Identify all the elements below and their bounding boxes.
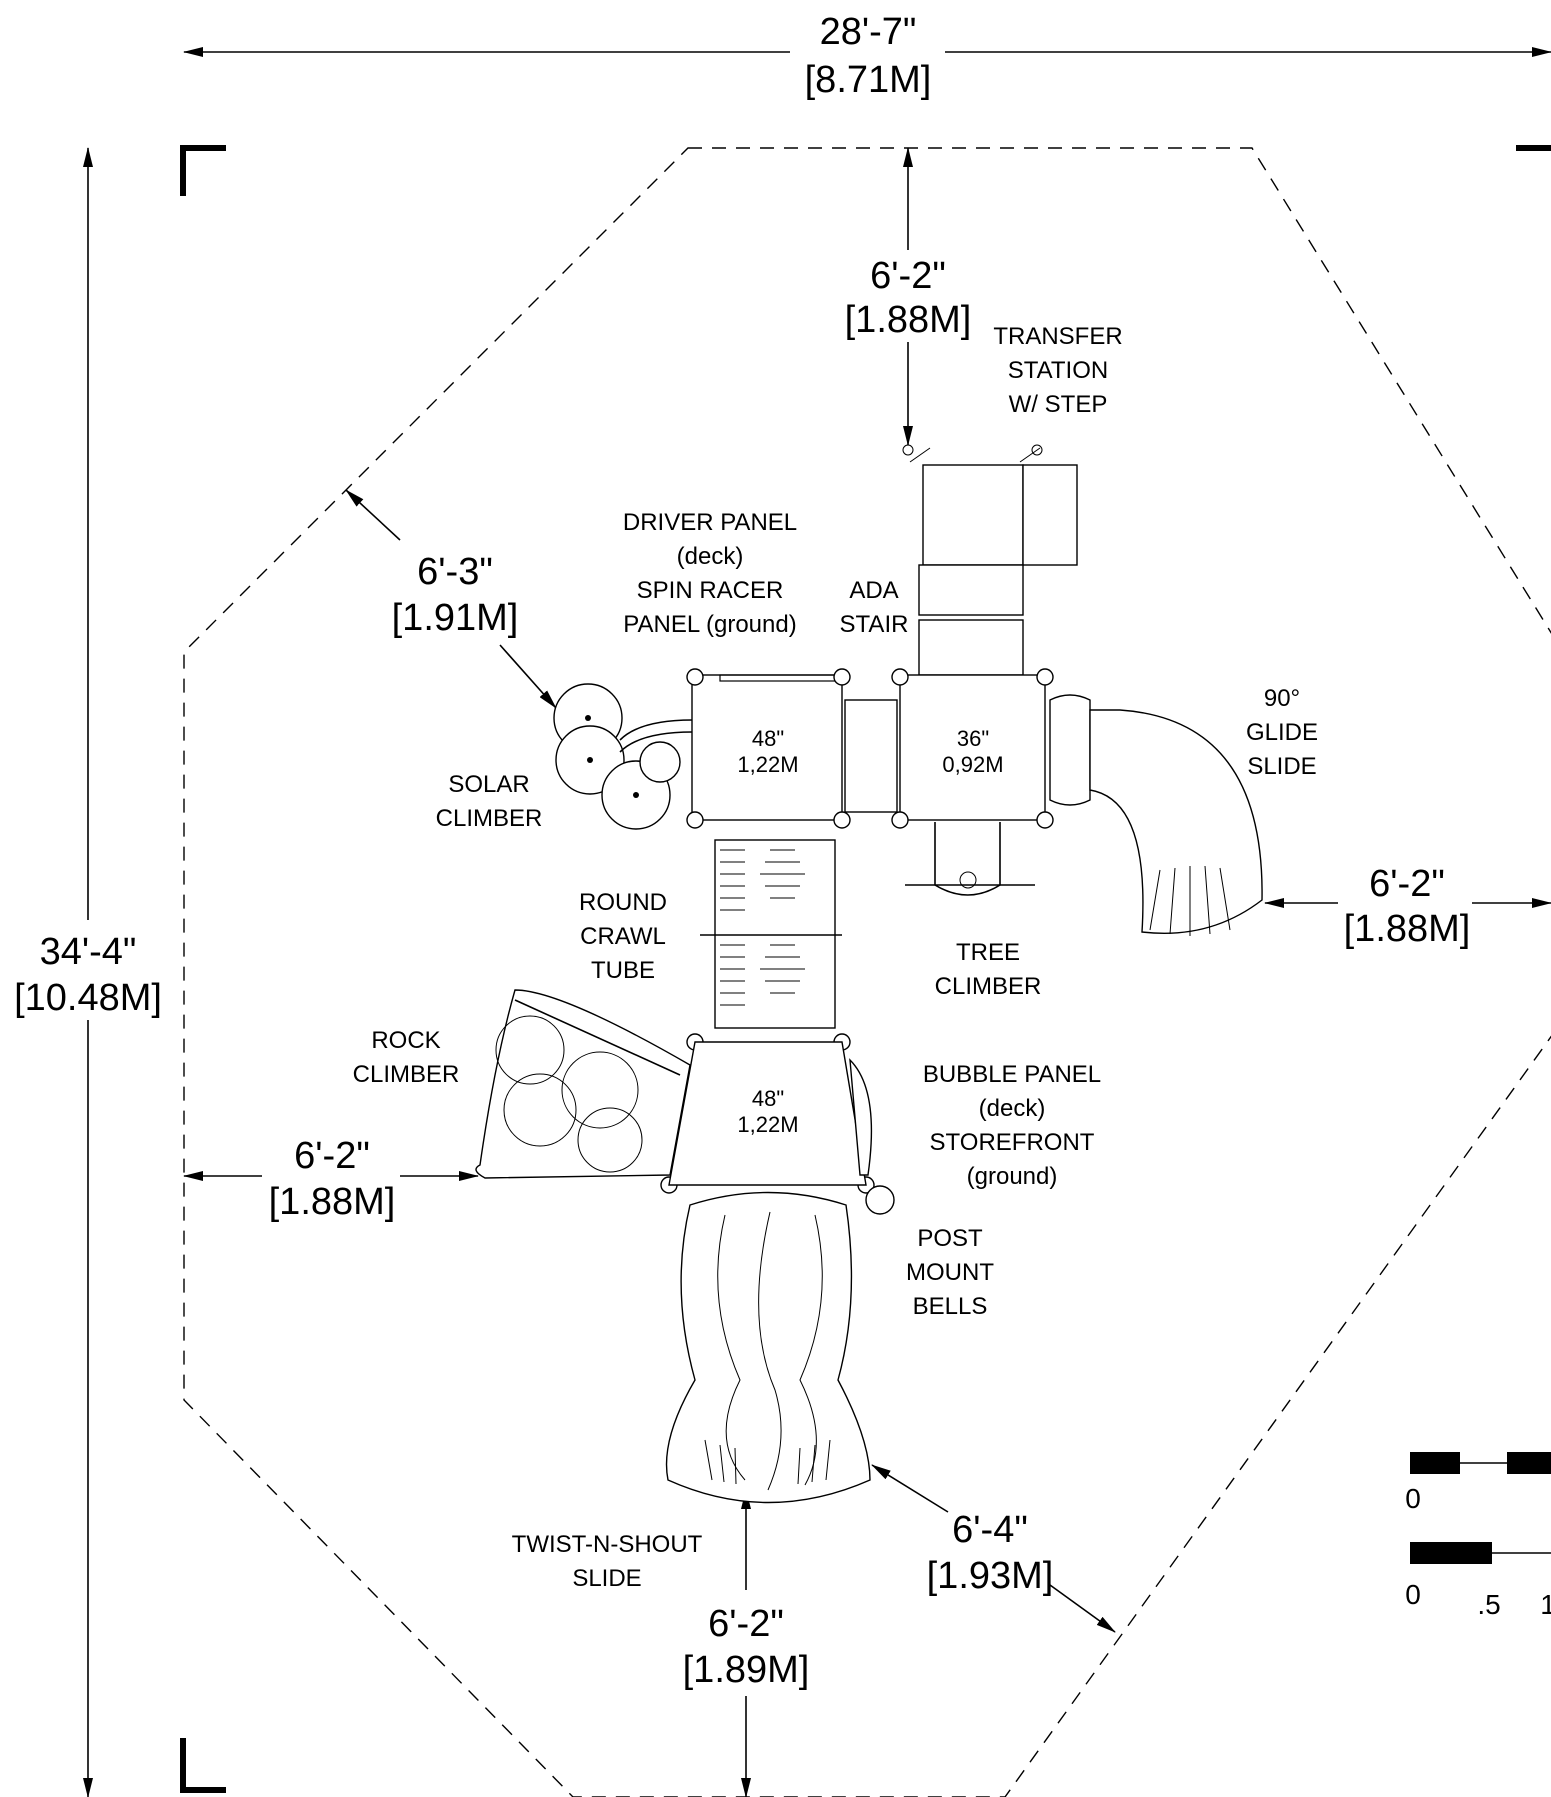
scale-lower-tick-0: 0 [1405,1579,1421,1610]
upper-left-clearance-imperial: 6'-3" [417,551,493,593]
bells-line-3: BELLS [913,1293,988,1320]
driver-panel-line-1: DRIVER PANEL [623,509,797,536]
transfer-station-line-3: W/ STEP [1009,391,1108,418]
upper-left-clearance-dimension: 6'-3" [1.91M] [345,489,557,709]
scale-lower-tick-1: 1 [1540,1589,1551,1620]
rock-climber-line-2: CLIMBER [353,1061,460,1088]
tree-climber-line-2: CLIMBER [935,973,1042,1000]
twist-slide-line-1: TWIST-N-SHOUT [512,1531,703,1558]
label-tree-climber: TREE CLIMBER [935,939,1042,1000]
crawl-tube-line-2: CRAWL [580,923,666,950]
deck-1-height-metric: 1,22M [737,752,798,777]
scale-bar-lower: 0 .5 1 [1405,1542,1551,1620]
deck-1-height-imperial: 48" [752,726,784,751]
right-clearance-dimension: 6'-2" [1.88M] [1264,863,1551,950]
tree-climber-line-1: TREE [956,939,1020,966]
glide-slide-line-3: SLIDE [1247,753,1316,780]
glide-slide-line-1: 90° [1264,685,1300,712]
transfer-station [902,444,1078,676]
scale-lower-tick-half: .5 [1477,1589,1500,1620]
overall-width-dimension: 28'-7" [8.71M] [183,11,1551,101]
round-crawl-tube [700,839,842,1029]
upper-left-clearance-metric: [1.91M] [392,597,519,639]
bottom-clearance-imperial: 6'-2" [708,1603,784,1645]
ada-stair-line-1: ADA [849,577,898,604]
label-crawl-tube: ROUND CRAWL TUBE [579,889,667,984]
glide-slide-line-2: GLIDE [1246,719,1318,746]
left-clearance-imperial: 6'-2" [294,1135,370,1177]
deck-upper-right: 36" 0,92M [899,674,1046,821]
overall-width-metric: [8.71M] [805,59,932,101]
driver-panel-line-4: PANEL (ground) [623,611,796,638]
deck-2-height-metric: 0,92M [942,752,1003,777]
left-clearance-metric: [1.88M] [269,1181,396,1223]
overall-height-dimension: 34'-4" [10.48M] [14,147,162,1797]
label-twist-slide: TWIST-N-SHOUT SLIDE [512,1531,703,1592]
lower-right-clearance-imperial: 6'-4" [952,1509,1028,1551]
rock-climber [475,989,691,1179]
bubble-panel [849,1058,895,1215]
deck-posts [660,668,1054,1194]
bubble-panel-line-3: STOREFRONT [930,1129,1095,1156]
deck-3-height-metric: 1,22M [737,1112,798,1137]
label-transfer-station: TRANSFER STATION W/ STEP [993,323,1122,418]
label-bubble-panel: BUBBLE PANEL (deck) STOREFRONT (ground) [923,1061,1101,1190]
label-glide-slide: 90° GLIDE SLIDE [1246,685,1318,780]
twist-slide-line-2: SLIDE [572,1565,641,1592]
deck-3-height-imperial: 48" [752,1086,784,1111]
label-ada-stair: ADA STAIR [840,577,909,638]
label-rock-climber: ROCK CLIMBER [353,1027,460,1088]
driver-panel-line-3: SPIN RACER [637,577,784,604]
ada-stair-line-2: STAIR [840,611,909,638]
tree-climber [905,822,1035,896]
top-clearance-metric: [1.88M] [845,299,972,341]
glide-slide [1049,694,1263,936]
right-clearance-imperial: 6'-2" [1369,863,1445,905]
label-driver-panel: DRIVER PANEL (deck) SPIN RACER PANEL (gr… [623,509,797,638]
right-clearance-metric: [1.88M] [1344,908,1471,950]
overall-height-metric: [10.48M] [14,977,162,1019]
bells-line-2: MOUNT [906,1259,994,1286]
crawl-tube-line-1: ROUND [579,889,667,916]
rock-climber-line-1: ROCK [371,1027,440,1054]
bottom-clearance-dimension: 6'-2" [1.89M] [683,1489,810,1797]
top-clearance-imperial: 6'-2" [870,255,946,297]
bubble-panel-line-2: (deck) [979,1095,1046,1122]
ada-stair [844,699,898,813]
lower-right-clearance-dimension: 6'-4" [1.93M] [871,1464,1116,1633]
deck-upper-left: 48" 1,22M [691,674,843,821]
corner-bracket-bottom-left [180,1738,226,1793]
overall-width-imperial: 28'-7" [820,11,917,53]
bubble-panel-line-1: BUBBLE PANEL [923,1061,1101,1088]
solar-climber-line-1: SOLAR [448,771,529,798]
bubble-panel-line-4: (ground) [967,1163,1058,1190]
deck-lower: 48" 1,22M [668,1041,867,1186]
corner-bracket-top-left [180,145,226,196]
bells-line-1: POST [917,1225,983,1252]
transfer-station-line-1: TRANSFER [993,323,1122,350]
top-clearance-dimension: 6'-2" [1.88M] [845,147,972,446]
driver-panel-line-2: (deck) [677,543,744,570]
use-zone-boundary [183,147,1551,1797]
left-clearance-dimension: 6'-2" [1.88M] [183,1135,479,1223]
bottom-clearance-metric: [1.89M] [683,1649,810,1691]
transfer-station-line-2: STATION [1008,357,1108,384]
label-solar-climber: SOLAR CLIMBER [436,771,543,832]
overall-height-imperial: 34'-4" [40,931,137,973]
scale-bar-upper: 0 [1405,1452,1551,1514]
solar-climber [553,683,693,830]
twist-slide [665,1191,871,1504]
crawl-tube-line-3: TUBE [591,957,655,984]
deck-2-height-imperial: 36" [957,726,989,751]
solar-climber-line-2: CLIMBER [436,805,543,832]
scale-upper-tick-0: 0 [1405,1483,1421,1514]
lower-right-clearance-metric: [1.93M] [927,1555,1054,1597]
label-bells: POST MOUNT BELLS [906,1225,994,1320]
